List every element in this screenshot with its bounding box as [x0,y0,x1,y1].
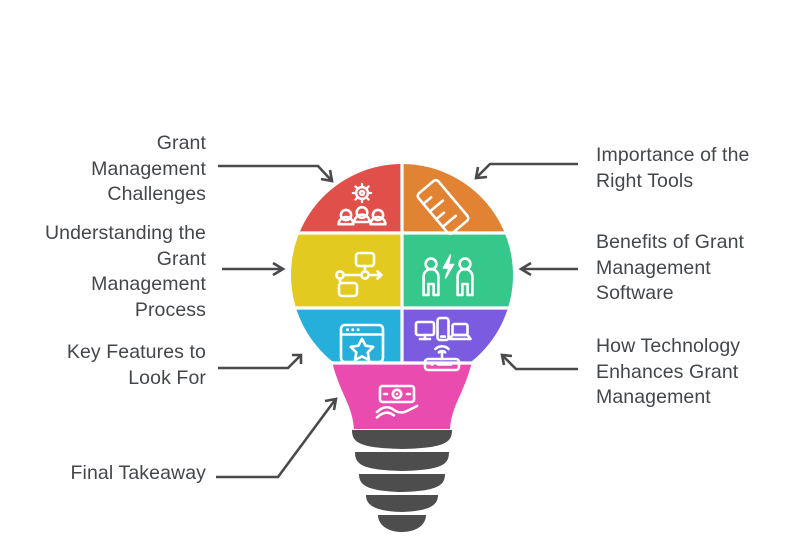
label-benefits-of-grant-management-software: Benefits of Grant Management Software [596,231,745,304]
label-importance-of-the-right-tools: Importance of the Right Tools [596,144,750,192]
bulb-screw-base [352,430,452,532]
ruler-icon [416,178,470,236]
label-how-technology-enhances-grant-management: How Technology Enhances Grant Management [596,335,741,408]
label-understanding-grant-management-process: Understanding the Grant Management Proce… [44,222,206,321]
label-key-features-to-look-for: Key Features to Look For [66,341,206,389]
workflow-diagram-icon [335,251,383,298]
bulb-head-segments [291,160,522,386]
devices-router-icon [414,316,472,372]
browser-star-icon [339,323,385,364]
segment-orange[interactable] [402,160,522,233]
segment-dividers [291,164,513,386]
label-final-takeaway: Final Takeaway [70,462,206,484]
label-grant-management-challenges: Grant Management Challenges [91,132,206,205]
gear-with-people-icon [337,182,387,226]
two-people-lightning-icon [422,254,474,297]
money-in-hand-icon [375,384,419,419]
